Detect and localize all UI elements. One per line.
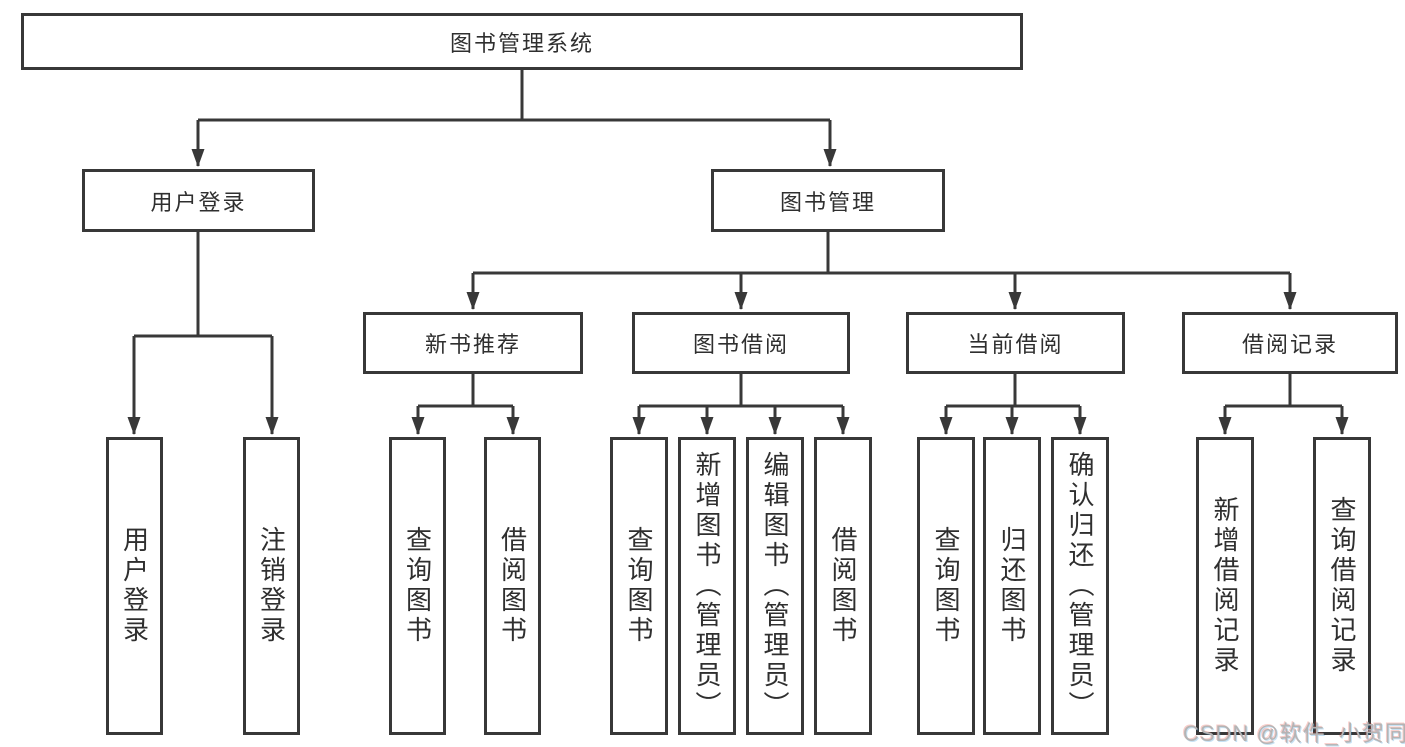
node-root-system-label: 图书管理系统 [449, 30, 594, 56]
node-book-management-label: 图书管理 [779, 189, 876, 215]
leaf-user-login-label: 用户登录 [119, 526, 150, 646]
leaf-borrowing-borrow-book-label: 借阅图书 [828, 526, 858, 646]
leaf-recommend-query-book: 查询图书 [389, 437, 446, 735]
node-book-borrowing-label: 图书借阅 [692, 332, 789, 357]
leaf-user-login: 用户登录 [106, 437, 163, 735]
leaf-add-book-admin: 新增图书（管理员） [678, 437, 736, 735]
leaf-edit-book-admin-label: 编辑图书（管理员） [760, 451, 790, 721]
leaf-logout: 注销登录 [243, 437, 300, 735]
node-book-management: 图书管理 [711, 169, 945, 232]
leaf-recommend-query-book-label: 查询图书 [402, 526, 433, 646]
node-borrowing-records-label: 借阅记录 [1241, 332, 1338, 357]
node-book-borrowing: 图书借阅 [632, 312, 850, 374]
leaf-recommend-borrow-book: 借阅图书 [484, 437, 541, 735]
leaf-query-borrow-record: 查询借阅记录 [1313, 437, 1371, 735]
csdn-watermark: CSDN @软件_小贺同学 [1183, 721, 1405, 746]
leaf-return-book-label: 归还图书 [997, 526, 1027, 646]
leaf-current-query-book: 查询图书 [917, 437, 975, 735]
node-user-login: 用户登录 [82, 169, 315, 232]
node-new-book-recommend-label: 新书推荐 [424, 332, 521, 357]
leaf-edit-book-admin: 编辑图书（管理员） [746, 437, 804, 735]
node-current-borrowing-label: 当前借阅 [967, 332, 1064, 357]
node-new-book-recommend: 新书推荐 [363, 312, 583, 374]
leaf-borrowing-query-book-label: 查询图书 [624, 526, 654, 646]
leaf-logout-label: 注销登录 [256, 526, 287, 646]
node-user-login-label: 用户登录 [150, 189, 247, 215]
leaf-add-borrow-record-label: 新增借阅记录 [1210, 496, 1240, 676]
leaf-recommend-borrow-book-label: 借阅图书 [497, 526, 528, 646]
leaf-confirm-return-admin: 确认归还（管理员） [1051, 437, 1109, 735]
leaf-add-borrow-record: 新增借阅记录 [1196, 437, 1254, 735]
leaf-borrowing-borrow-book: 借阅图书 [814, 437, 872, 735]
leaf-current-query-book-label: 查询图书 [931, 526, 961, 646]
node-root-system: 图书管理系统 [21, 13, 1023, 70]
node-current-borrowing: 当前借阅 [906, 312, 1125, 374]
leaf-borrowing-query-book: 查询图书 [610, 437, 668, 735]
node-borrowing-records: 借阅记录 [1182, 312, 1398, 374]
leaf-add-book-admin-label: 新增图书（管理员） [692, 451, 722, 721]
leaf-return-book: 归还图书 [983, 437, 1041, 735]
leaf-query-borrow-record-label: 查询借阅记录 [1327, 496, 1357, 676]
leaf-confirm-return-admin-label: 确认归还（管理员） [1065, 451, 1095, 721]
